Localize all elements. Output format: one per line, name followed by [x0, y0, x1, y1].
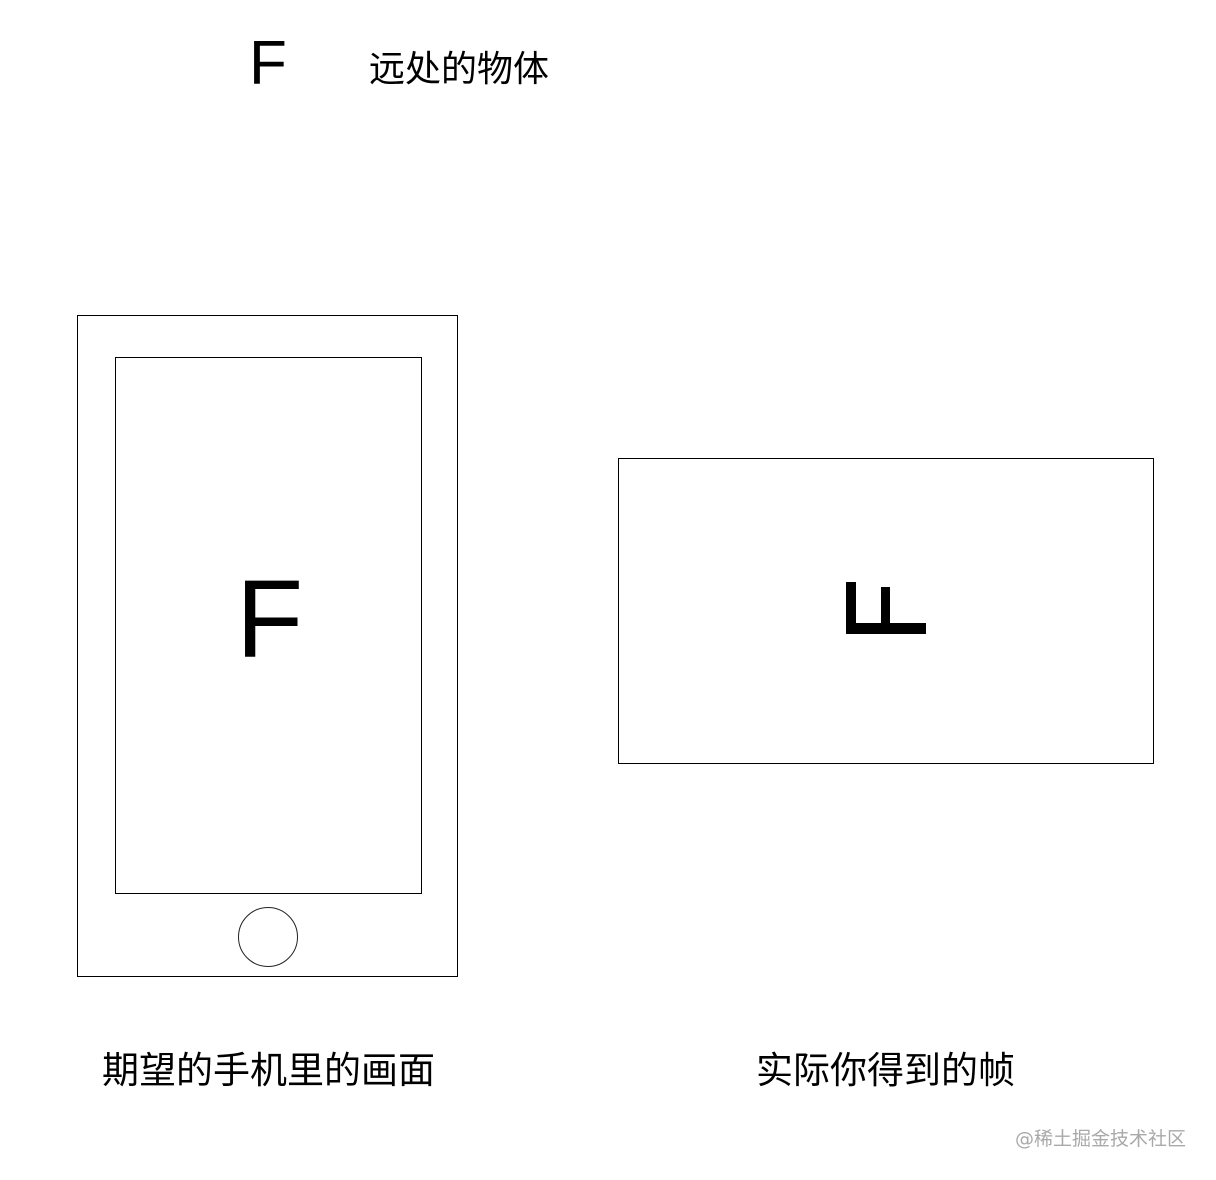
expected-view-caption: 期望的手机里的画面: [102, 1049, 435, 1092]
distant-object-label: 远处的物体: [369, 49, 550, 90]
phone-home-button-icon: [238, 907, 298, 967]
actual-frame-caption: 实际你得到的帧: [756, 1049, 1015, 1092]
phone-outline: [77, 315, 458, 977]
phone-screen: [115, 357, 422, 894]
watermark: @稀土掘金技术社区: [1014, 1128, 1186, 1150]
phone-screen-letter-f: F: [236, 558, 304, 681]
distant-object-letter-f: F: [249, 29, 287, 98]
rotated-letter-f-icon: [846, 582, 926, 634]
camera-frame-outline: [618, 458, 1154, 764]
